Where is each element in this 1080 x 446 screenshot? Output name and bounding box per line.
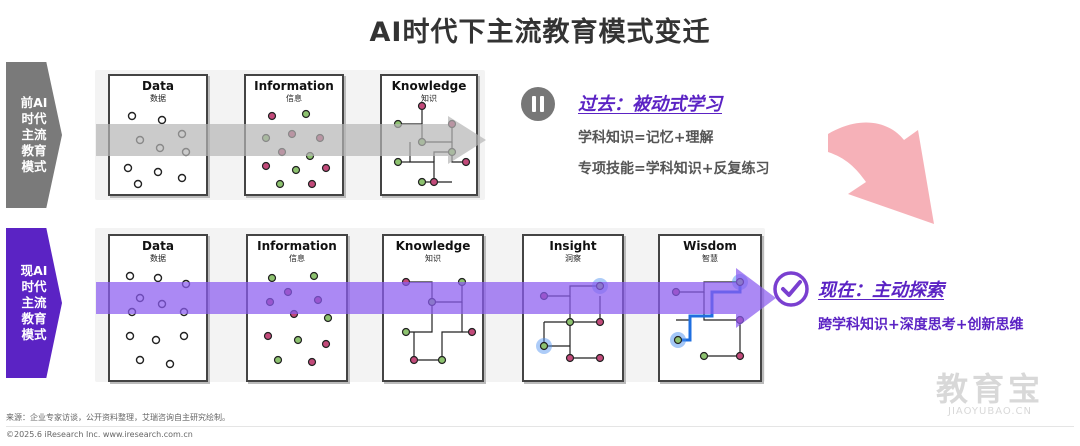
source-note: 来源：企业专家访谈，公开资料整理，艾瑞咨询自主研究绘制。	[6, 413, 230, 422]
now-progress-arrow	[96, 268, 776, 328]
now-era-label: 现AI 时代 主流 教育 模式	[6, 228, 62, 378]
now-line: 跨学科知识+深度思考+创新思维	[818, 317, 1024, 333]
card-title: Data	[142, 79, 174, 93]
card-title: Knowledge	[395, 239, 471, 253]
page-title: AI时代下主流教育模式变迁	[369, 17, 711, 48]
copyright: ©2025.6 iResearch Inc. www.iresearch.com…	[6, 430, 193, 439]
past-progress-arrow	[96, 116, 486, 164]
card-title: Data	[142, 239, 174, 253]
past-heading: 过去：被动式学习	[578, 94, 722, 115]
card-subtitle: 知识	[425, 254, 441, 263]
past-line-1: 学科知识=记忆+理解	[578, 130, 714, 146]
card-title: Information	[257, 239, 337, 253]
card-title: Insight	[549, 239, 597, 253]
pause-icon	[521, 87, 555, 121]
card-title: Information	[254, 79, 334, 93]
card-subtitle: 信息	[289, 254, 305, 263]
check-circle-icon	[773, 271, 809, 307]
transition-arrow	[828, 122, 934, 224]
past-line-2: 专项技能=学科知识+反复练习	[578, 161, 770, 177]
card-subtitle: 洞察	[565, 254, 581, 263]
card-title: Knowledge	[391, 79, 467, 93]
card-subtitle: 信息	[286, 94, 302, 103]
watermark-main: 教育宝	[935, 370, 1044, 408]
past-era-label: 前AI 时代 主流 教育 模式	[6, 62, 62, 208]
card-subtitle: 智慧	[702, 254, 718, 263]
watermark-sub: JIAOYUBAO.CN	[948, 406, 1032, 417]
card-subtitle: 知识	[421, 94, 437, 103]
card-title: Wisdom	[683, 239, 737, 253]
now-heading: 现在：主动探索	[818, 280, 944, 301]
watermark-logo: 教育宝 JIAOYUBAO.CN	[905, 372, 1075, 417]
card-subtitle: 数据	[150, 94, 166, 103]
card-subtitle: 数据	[150, 254, 166, 263]
footer-divider	[6, 426, 1074, 427]
